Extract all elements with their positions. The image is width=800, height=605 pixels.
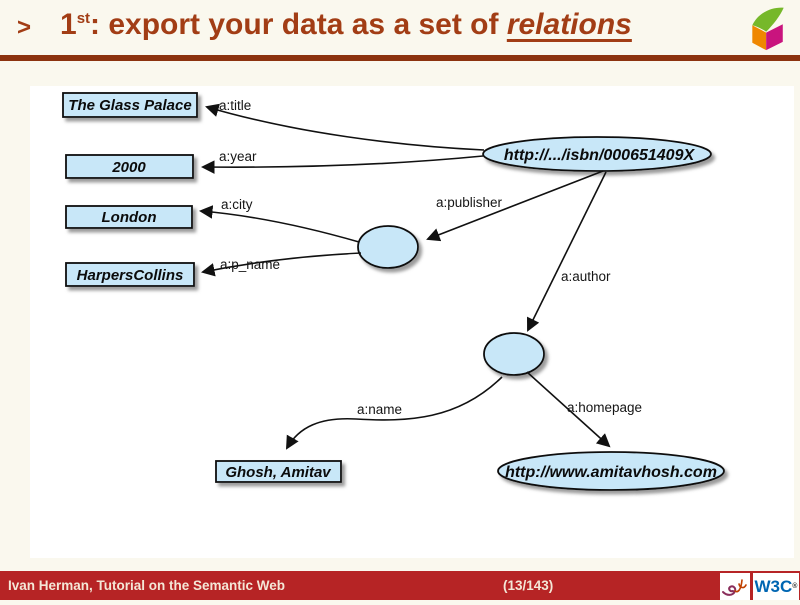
- resource-label: http://.../isbn/000651409X: [504, 147, 696, 164]
- sweo-cube-logo-icon: [752, 7, 784, 51]
- ivan-herman-calligraphy-logo-icon: [720, 573, 750, 600]
- title-emphasis: relations: [506, 8, 632, 41]
- edge-label-a-p-name: a:p_name: [220, 257, 280, 272]
- literal-node-city: London: [65, 205, 193, 229]
- rdf-relations-diagram: The Glass Palace 2000 London HarpersColl…: [30, 86, 794, 558]
- edge-a-publisher: [426, 170, 604, 242]
- edge-label-a-publisher: a:publisher: [436, 195, 503, 210]
- title-bullet: >: [17, 14, 32, 41]
- resource-label: http://www.amitavhosh.com: [505, 464, 717, 481]
- resource-node-homepage: http://www.amitavhosh.com: [497, 451, 725, 491]
- literal-label: Ghosh, Amitav: [225, 464, 332, 481]
- edge-a-year: [200, 155, 484, 174]
- edge-a-city: [198, 205, 360, 243]
- w3c-logo-text: W3C: [754, 576, 793, 596]
- edge-label-a-year: a:year: [219, 149, 257, 164]
- page-title: 1st: export your data as a set of relati…: [60, 8, 632, 42]
- title-rule: [0, 55, 800, 61]
- edge-a-title: [205, 103, 485, 151]
- literal-node-author-name: Ghosh, Amitav: [215, 460, 342, 483]
- edge-label-a-author: a:author: [561, 269, 611, 284]
- footer-credit: Ivan Herman, Tutorial on the Semantic We…: [8, 578, 286, 593]
- literal-label: The Glass Palace: [68, 97, 191, 114]
- edge-a-p-name: [200, 252, 362, 277]
- title-superscript: st: [76, 10, 91, 27]
- resource-node-isbn: http://.../isbn/000651409X: [482, 136, 712, 172]
- edge-a-author: [527, 171, 607, 332]
- literal-node-year: 2000: [65, 154, 194, 179]
- w3c-logo: W3C®: [753, 573, 799, 600]
- edge-a-homepage: [526, 371, 611, 448]
- literal-node-glass-palace: The Glass Palace: [62, 92, 198, 118]
- title-number: 1: [60, 8, 77, 41]
- literal-node-publisher-name: HarpersCollins: [65, 262, 195, 287]
- literal-label: London: [102, 209, 157, 226]
- slide-header: > 1st: export your data as a set of rela…: [0, 0, 800, 62]
- blank-node-author: [483, 332, 545, 376]
- page-counter: (13/143): [503, 578, 554, 593]
- edge-label-a-name: a:name: [357, 402, 402, 417]
- literal-label: HarpersCollins: [77, 267, 184, 284]
- edge-label-a-title: a:title: [219, 98, 251, 113]
- footer-bar: Ivan Herman, Tutorial on the Semantic We…: [0, 571, 800, 600]
- edge-label-a-city: a:city: [221, 197, 253, 212]
- edge-label-a-homepage: a:homepage: [567, 400, 642, 415]
- title-text: : export your data as a set of: [90, 8, 507, 41]
- literal-label: 2000: [111, 159, 146, 176]
- w3c-registered-mark: ®: [792, 582, 798, 590]
- edge-a-name: [285, 376, 503, 450]
- blank-node-publisher: [357, 225, 419, 269]
